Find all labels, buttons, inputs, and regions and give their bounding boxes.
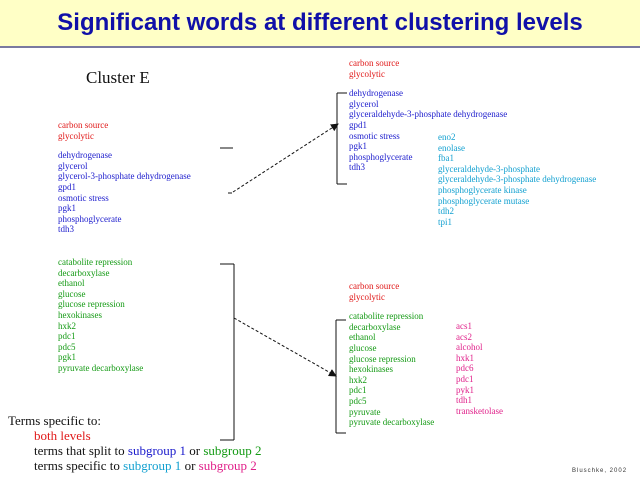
upper-arrow [232, 123, 339, 193]
credit: Bluschke, 2002 [572, 468, 628, 474]
slide-title: Significant words at different clusterin… [57, 9, 583, 36]
cluster-label: Cluster E [86, 68, 150, 87]
term: pdc6 [456, 363, 474, 374]
legend-split-row: terms that split to subgroup 1 or subgro… [8, 443, 262, 458]
term: tdh2 [438, 206, 455, 217]
term: hexokinases [58, 309, 102, 320]
term: glyceraldehyde-3-phosphate [438, 163, 540, 174]
term: fba1 [438, 153, 454, 164]
legend-text: or [186, 443, 204, 458]
term: osmotic stress [349, 130, 400, 141]
term: dehydrogenase [349, 88, 403, 99]
term: pgk1 [58, 203, 76, 214]
term: catabolite repression [349, 311, 424, 322]
lower-arrow [233, 317, 337, 377]
term: eno2 [438, 132, 456, 142]
term: glucose [58, 288, 86, 299]
legend-text: terms that split to [34, 443, 128, 458]
term: glycerol-3-phosphate dehydrogenase [58, 171, 191, 182]
term: pgk1 [58, 352, 76, 363]
term: acs1 [456, 321, 472, 331]
legend-specific-row: terms specific to subgroup 1 or subgroup… [8, 458, 262, 473]
term: glyceraldehyde-3-phosphate dehydrogenase [438, 174, 597, 185]
legend-subgroup-2: subgroup 2 [198, 458, 257, 473]
term: gpd1 [349, 119, 367, 130]
legend-text: terms specific to [34, 458, 124, 473]
term: carbon source [349, 281, 400, 291]
term: tdh3 [349, 162, 366, 173]
term: glucose repression [349, 353, 416, 364]
term: pyruvate [349, 406, 381, 417]
term: pdc5 [58, 341, 76, 352]
term: phosphoglycerate [58, 213, 122, 224]
term: transketolase [456, 405, 503, 416]
term: glucose [349, 342, 377, 353]
title-divider [0, 46, 640, 48]
lower-parent-terms: catabolite repression decarboxylase etha… [58, 257, 143, 374]
term: tpi1 [438, 216, 453, 227]
legend-subgroup-2: subgroup 2 [203, 443, 262, 458]
term: phosphoglycerate kinase [438, 184, 527, 195]
term: catabolite repression [58, 257, 133, 267]
term: decarboxylase [349, 321, 401, 332]
lower-child-b-terms: acs1 acs2 alcohol hxk1 pdc6 pdc1 pyk1 td… [456, 321, 503, 416]
term: glycolytic [349, 68, 385, 79]
term: tdh3 [58, 224, 75, 235]
term: tdh1 [456, 395, 473, 406]
term: glucose repression [58, 299, 125, 310]
term: acs2 [456, 331, 472, 342]
upper-parent-terms: carbon source glycolytic dehydrogenase g… [58, 120, 191, 235]
term: pyruvate decarboxylase [349, 417, 435, 428]
term: glycolytic [349, 291, 385, 302]
legend: Terms specific to: both levels terms tha… [8, 413, 262, 473]
term: pyk1 [456, 384, 474, 395]
term: hxk1 [456, 352, 474, 363]
legend-text: or [181, 458, 199, 473]
term: glycerol [58, 160, 88, 171]
legend-subgroup-1: subgroup 1 [127, 443, 187, 458]
legend-heading: Terms specific to: [8, 413, 101, 428]
legend-subgroup-1: subgroup 1 [123, 458, 182, 473]
legend-both-levels: both levels [34, 428, 91, 443]
term: pyruvate decarboxylase [58, 362, 144, 373]
upper-child-b-terms: eno2 enolase fba1 glyceraldehyde-3-phosp… [438, 132, 596, 227]
term: pdc5 [349, 395, 367, 406]
term: pdc1 [456, 373, 474, 384]
term: glycolytic [58, 130, 94, 141]
term: phosphoglycerate mutase [438, 195, 530, 206]
term: pdc1 [349, 385, 367, 396]
term: hxk2 [349, 374, 367, 385]
term: hxk2 [58, 320, 76, 331]
term: glycerol [349, 98, 379, 109]
term: decarboxylase [58, 267, 110, 278]
upper-child-a-terms: carbon source glycolytic dehydrogenase g… [349, 58, 507, 173]
term: dehydrogenase [58, 150, 112, 161]
term: enolase [438, 142, 465, 153]
lower-child-a-terms: carbon source glycolytic catabolite repr… [349, 281, 434, 428]
diagram-panel [0, 48, 640, 480]
term: ethanol [58, 278, 85, 289]
term: pdc1 [58, 331, 76, 342]
title-bar: Significant words at different clusterin… [0, 0, 640, 46]
term: hexokinases [349, 364, 393, 375]
term: pgk1 [349, 141, 367, 152]
term: carbon source [58, 120, 109, 130]
term: osmotic stress [58, 192, 109, 203]
term: glyceraldehyde-3-phosphate dehydrogenase [349, 109, 508, 120]
term: ethanol [349, 332, 376, 343]
term: gpd1 [58, 181, 76, 192]
term: carbon source [349, 58, 400, 68]
term: phosphoglycerate [349, 151, 413, 162]
term: alcohol [456, 342, 483, 353]
